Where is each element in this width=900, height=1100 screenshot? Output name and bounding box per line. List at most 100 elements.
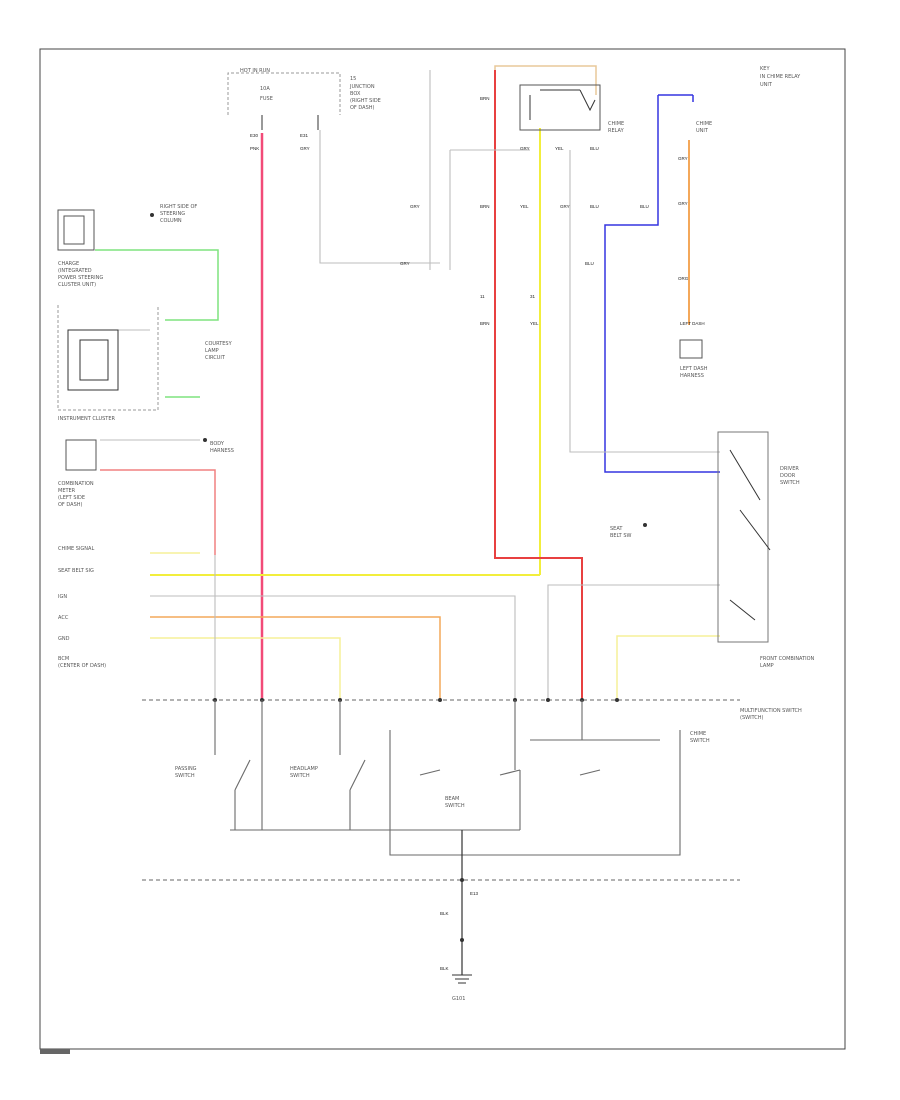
svg-text:GRY: GRY (400, 261, 410, 266)
svg-text:GRY: GRY (560, 204, 570, 209)
wire-gray-6 (150, 595, 516, 700)
svg-text:CHARGE: CHARGE (58, 261, 79, 267)
svg-text:DOOR: DOOR (780, 473, 796, 479)
svg-text:YEL: YEL (555, 146, 564, 151)
svg-text:PASSING: PASSING (175, 766, 197, 772)
svg-text:GRY: GRY (520, 146, 530, 151)
svg-text:(SWITCH): (SWITCH) (740, 715, 764, 721)
svg-text:BRN: BRN (480, 204, 490, 209)
svg-text:ACC: ACC (58, 615, 69, 621)
svg-text:COURTESY: COURTESY (205, 341, 233, 347)
svg-text:10A: 10A (260, 86, 270, 92)
instrument-cluster-outline (57, 305, 159, 411)
door-lock-switch (717, 431, 769, 643)
relay-box (519, 84, 601, 131)
svg-text:BRN: BRN (480, 96, 490, 101)
svg-text:RELAY: RELAY (608, 128, 625, 134)
svg-text:CHIME: CHIME (690, 731, 706, 737)
svg-text:GRY: GRY (678, 156, 688, 161)
switch-relay-block (389, 730, 681, 856)
svg-text:SWITCH: SWITCH (175, 773, 195, 779)
svg-text:COLUMN: COLUMN (160, 218, 182, 224)
wire-light-yellow-left (150, 637, 341, 700)
svg-text:CIRCUIT: CIRCUIT (205, 355, 226, 361)
svg-text:SWITCH: SWITCH (445, 803, 465, 809)
svg-text:FRONT COMBINATION: FRONT COMBINATION (760, 656, 815, 662)
svg-text:BLU: BLU (585, 261, 594, 266)
svg-text:(LEFT SIDE: (LEFT SIDE (58, 495, 85, 501)
wire-red-left (100, 469, 216, 555)
multifunction-switch-label: MULTIFUNCTION SWITCH (740, 708, 802, 714)
svg-text:BLK: BLK (440, 966, 449, 971)
svg-text:HEADLAMP: HEADLAMP (290, 766, 318, 772)
svg-text:UNIT: UNIT (760, 82, 773, 88)
svg-text:METER: METER (58, 488, 76, 494)
svg-text:HARNESS: HARNESS (680, 373, 704, 379)
svg-text:GRY: GRY (410, 204, 420, 209)
svg-text:BLU: BLU (590, 146, 599, 151)
svg-text:IN CHIME RELAY: IN CHIME RELAY (760, 74, 801, 80)
svg-text:GRY: GRY (678, 201, 688, 206)
door-switch (65, 439, 97, 471)
svg-text:E31: E31 (300, 133, 309, 138)
svg-text:RIGHT SIDE OF: RIGHT SIDE OF (160, 204, 197, 210)
wire-green (95, 249, 219, 321)
switch-passing (214, 700, 251, 830)
svg-text:OF DASH): OF DASH) (58, 502, 83, 508)
svg-text:11: 11 (480, 294, 485, 299)
wire-gray-5 (569, 150, 720, 453)
svg-text:LEFT DASH: LEFT DASH (680, 366, 708, 372)
wire-light-yellow-right (616, 635, 720, 700)
svg-text:LEFT DASH: LEFT DASH (680, 321, 705, 326)
wire-orange-left (150, 616, 441, 700)
fuse-box-outline (227, 72, 341, 115)
instrument-cluster-label: INSTRUMENT CLUSTER (58, 416, 116, 422)
svg-text:CHIME SIGNAL: CHIME SIGNAL (58, 546, 94, 552)
wire-gray-1 (319, 130, 440, 264)
footer-tag (40, 1049, 70, 1054)
cluster-module (67, 329, 119, 391)
svg-text:BLU: BLU (590, 204, 599, 209)
svg-text:E30: E30 (250, 133, 259, 138)
svg-text:15: 15 (350, 76, 356, 82)
fuse-box-label: HOT IN RUN (240, 68, 270, 74)
svg-text:YEL: YEL (520, 204, 529, 209)
svg-text:CHIME: CHIME (696, 121, 712, 127)
svg-text:GND: GND (58, 636, 70, 642)
svg-text:31: 31 (530, 294, 536, 299)
cluster-module-inner (79, 339, 109, 381)
svg-text:COMBINATION: COMBINATION (58, 481, 94, 487)
dash-connector (679, 339, 703, 359)
svg-text:CHIME: CHIME (608, 121, 624, 127)
ground-label: G101 (452, 996, 465, 1002)
svg-text:SWITCH: SWITCH (290, 773, 310, 779)
svg-text:IGN: IGN (58, 594, 67, 600)
svg-text:JUNCTION: JUNCTION (349, 84, 375, 90)
wire-tan (494, 65, 597, 95)
svg-text:BOX: BOX (350, 91, 361, 97)
svg-text:GRY: GRY (300, 146, 310, 151)
switch-relay-internal (419, 769, 601, 776)
sensor-box (57, 209, 95, 251)
svg-text:(INTEGRATED: (INTEGRATED (58, 268, 92, 274)
svg-text:YEL: YEL (530, 321, 539, 326)
svg-text:SWITCH: SWITCH (780, 480, 800, 486)
wire-gray-7 (547, 584, 720, 700)
svg-text:POWER STEERING: POWER STEERING (58, 275, 103, 281)
sensor-inner (63, 215, 85, 245)
svg-text:FUSE: FUSE (260, 96, 273, 102)
fuse-symbol (261, 115, 319, 130)
svg-text:UNIT: UNIT (696, 128, 709, 134)
svg-text:ORG: ORG (678, 276, 689, 281)
svg-text:LAMP: LAMP (760, 663, 774, 669)
svg-text:LAMP: LAMP (205, 348, 219, 354)
svg-text:SEAT: SEAT (610, 526, 623, 532)
svg-text:BCM: BCM (58, 656, 69, 662)
door-lock-switch-contact (729, 449, 771, 621)
diagram-border (39, 48, 846, 1050)
svg-text:BLK: BLK (440, 911, 449, 916)
svg-text:KEY: KEY (760, 66, 770, 72)
svg-text:STEERING: STEERING (160, 211, 185, 217)
svg-text:BRN: BRN (480, 321, 490, 326)
